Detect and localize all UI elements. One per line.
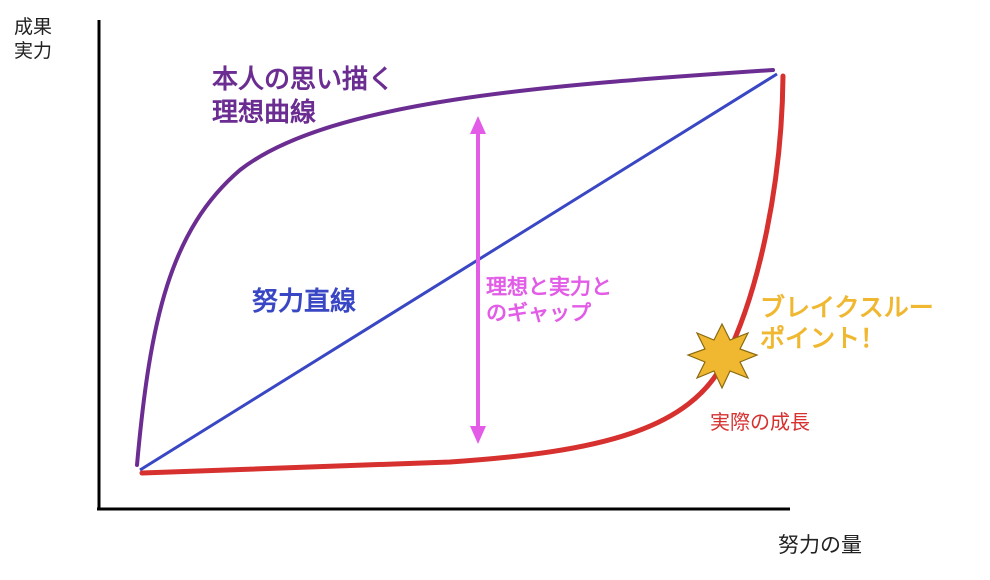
effort-line-label: 努力直線 (252, 287, 357, 317)
gap-arrow-head-up (470, 116, 486, 134)
starburst-icon (686, 322, 759, 390)
breakthrough-label: ブレイクスルー ポイント！ (760, 293, 934, 354)
y-axis-label: 成果 実力 (14, 16, 53, 62)
actual-growth-curve (139, 73, 786, 476)
effort-line (139, 72, 778, 472)
gap-label: 理想と実力と のギャップ (486, 275, 612, 326)
ideal-curve-label: 本人の思い描く 理想曲線 (212, 65, 395, 128)
x-axis-label: 努力の量 (778, 533, 862, 557)
ideal-curve (135, 68, 775, 467)
actual-growth-label: 実際の成長 (710, 410, 810, 434)
gap-arrow-head-down (470, 426, 486, 444)
